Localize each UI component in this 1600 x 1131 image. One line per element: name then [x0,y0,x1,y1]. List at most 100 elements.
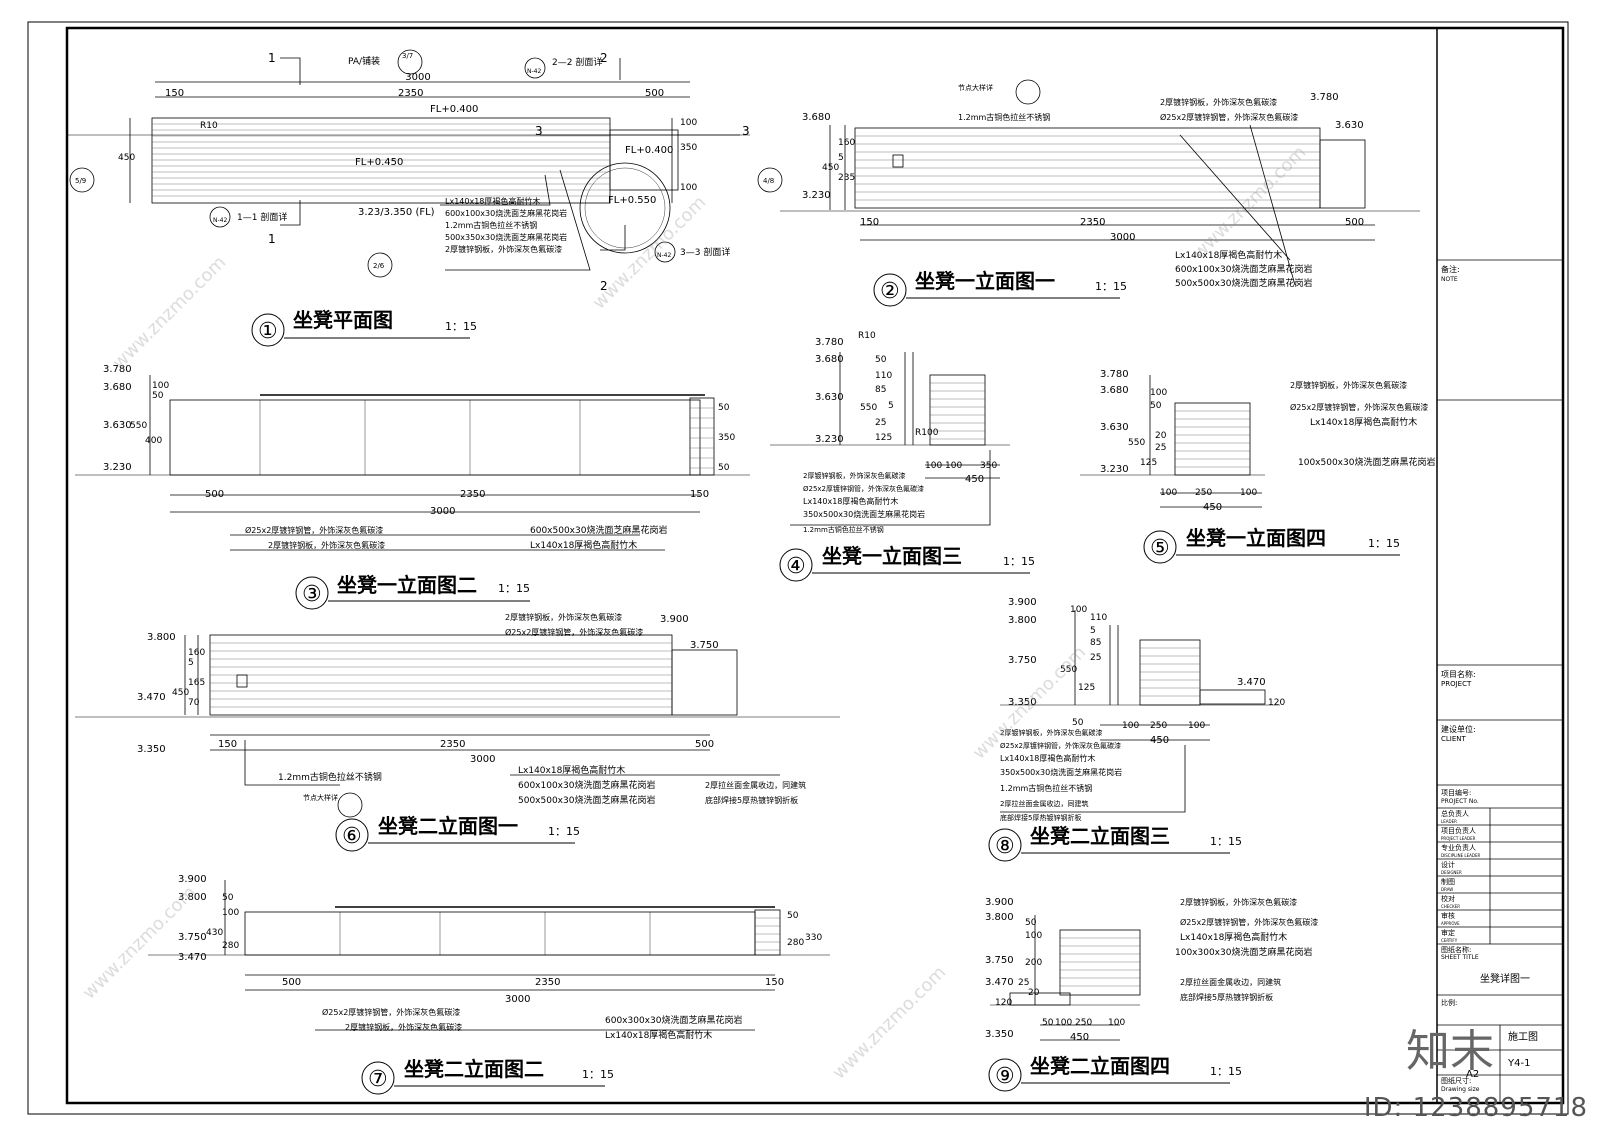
svg-text:110: 110 [1090,613,1107,623]
svg-text:160: 160 [838,138,855,148]
svg-text:400: 400 [145,436,162,446]
svg-text:350: 350 [718,433,735,443]
svg-text:FL+0.450: FL+0.450 [355,157,403,168]
svg-text:3.900: 3.900 [660,614,689,625]
svg-text:600x500x30烧洗面芝麻黑花岗岩: 600x500x30烧洗面芝麻黑花岗岩 [530,524,667,536]
svg-text:50: 50 [718,403,730,413]
svg-text:3.230: 3.230 [1100,464,1129,475]
svg-text:5: 5 [1090,626,1096,636]
svg-text:Lx140x18厚褐色高耐竹木: Lx140x18厚褐色高耐竹木 [1180,931,1287,943]
svg-text:110: 110 [875,371,892,381]
svg-text:100x500x30烧洗面芝麻黑花岗岩: 100x500x30烧洗面芝麻黑花岗岩 [1298,456,1435,468]
svg-text:3.780: 3.780 [1310,92,1339,103]
svg-text:2: 2 [600,279,608,293]
svg-text:Lx140x18厚褐色高耐竹木: Lx140x18厚褐色高耐竹木 [530,539,637,551]
svg-text:450: 450 [822,163,839,173]
svg-text:500x500x30烧洗面芝麻黑花岗岩: 500x500x30烧洗面芝麻黑花岗岩 [1175,277,1312,289]
svg-text:3.470: 3.470 [985,977,1014,988]
view-title-8: 坐凳二立面图三 [1030,824,1170,848]
svg-text:Ø25x2厚镀锌钢管，外饰深灰色氟碳漆: Ø25x2厚镀锌钢管，外饰深灰色氟碳漆 [1290,402,1428,412]
svg-text:125: 125 [1140,458,1157,468]
elev4-annotations: 3.780 3.680 3.630 3.230 550 125 25 20 10… [1100,369,1435,513]
svg-text:Ø25x2厚镀锌钢管，外饰深灰色氟碳漆: Ø25x2厚镀锌钢管，外饰深灰色氟碳漆 [1180,917,1318,927]
view-elev6 [75,634,840,818]
svg-text:100: 100 [152,381,169,391]
svg-text:3.780: 3.780 [815,337,844,348]
svg-text:280: 280 [787,938,804,948]
svg-text:2厚拉丝面金属收边，同建筑: 2厚拉丝面金属收边，同建筑 [1180,977,1281,987]
svg-text:100: 100 [1108,1018,1125,1028]
svg-text:底部焊接5厚热镀锌钢折板: 底部焊接5厚热镀锌钢折板 [1180,992,1273,1002]
elev8-annotations: 3.900 3.800 3.750 3.350 3.470 550 125 25… [1000,597,1285,822]
svg-text:Ø25x2厚镀锌钢管，外饰深灰色氟碳漆: Ø25x2厚镀锌钢管，外饰深灰色氟碳漆 [505,627,643,637]
svg-text:125: 125 [875,433,892,443]
elev7-annotations: 3.900 3.800 3.750 3.470 500 2350 150 300… [178,874,822,1041]
svg-text:50: 50 [152,391,164,401]
tb-stage: 施工图 [1508,1030,1538,1043]
view-scale-2: 1：15 [1095,280,1127,293]
svg-text:2厚镀锌钢板，外饰深灰色氟碳漆: 2厚镀锌钢板，外饰深灰色氟碳漆 [345,1022,462,1032]
svg-text:2厚镀锌钢板，外饰深灰色氟碳漆: 2厚镀锌钢板，外饰深灰色氟碳漆 [803,471,905,480]
svg-text:2350: 2350 [1080,217,1105,228]
view-title-texts: ① 坐凳平面图 1：15 ② 坐凳一立面图一 1：15 ③ 坐凳一立面图二 1：… [258,269,1400,1092]
view-scale-9: 1：15 [1210,1065,1242,1078]
svg-text:250: 250 [1150,721,1167,731]
tb-sheet-no: Y4-1 [1507,1058,1530,1069]
svg-text:3.470: 3.470 [137,692,166,703]
svg-text:R100: R100 [915,428,939,438]
svg-text:125: 125 [1078,683,1095,693]
svg-text:3/7: 3/7 [402,52,413,60]
svg-text:3.800: 3.800 [1008,615,1037,626]
svg-text:20: 20 [1028,988,1040,998]
view-scale-6: 1：15 [548,825,580,838]
svg-text:100: 100 [1025,931,1042,941]
svg-text:3.470: 3.470 [178,952,207,963]
svg-text:150: 150 [165,88,184,99]
svg-text:450: 450 [172,688,189,698]
plan-annotations: 3000 150 2350 500 100 350 100 450 FL+0.4… [75,51,774,293]
svg-text:3.630: 3.630 [1335,120,1364,131]
svg-text:3.470: 3.470 [1237,677,1266,688]
svg-text:Ø25x2厚镀锌钢管，外饰深灰色氟碳漆: Ø25x2厚镀锌钢管，外饰深灰色氟碳漆 [1160,112,1298,122]
svg-text:2厚镀锌钢板，外饰深灰色氟碳漆: 2厚镀锌钢板，外饰深灰色氟碳漆 [1000,728,1102,737]
svg-text:4/8: 4/8 [763,177,774,185]
svg-text:25: 25 [1155,443,1166,453]
titleblock-text: 备注: NOTE 项目名称: PROJECT 建设单位: CLIENT 项目编号… [1441,264,1538,1093]
svg-text:3.800: 3.800 [147,632,176,643]
svg-text:3.750: 3.750 [690,640,719,651]
svg-text:600x100x30烧洗面芝麻黑花岗岩: 600x100x30烧洗面芝麻黑花岗岩 [518,779,655,791]
view-title-1: 坐凳平面图 [293,308,393,332]
svg-text:FL+0.400: FL+0.400 [430,104,478,115]
tb-role-approve: 审核 [1441,911,1455,920]
svg-text:430: 430 [206,928,223,938]
svg-text:5: 5 [838,153,844,163]
svg-text:3.680: 3.680 [815,354,844,365]
svg-text:50: 50 [1150,401,1162,411]
svg-text:DESIGNER: DESIGNER [1441,870,1462,875]
svg-text:150: 150 [765,977,784,988]
svg-text:350x500x30烧洗面芝麻黑花岗岩: 350x500x30烧洗面芝麻黑花岗岩 [803,509,925,519]
tb-projno-cn: 项目编号: [1441,788,1471,797]
svg-text:Lx140x18厚褐色高耐竹木: Lx140x18厚褐色高耐竹木 [1000,753,1095,763]
svg-text:3.350: 3.350 [1008,697,1037,708]
elev9-annotations: 3.900 3.800 3.750 3.470 3.350 200 25 20 … [985,897,1318,1043]
svg-text:3.800: 3.800 [985,912,1014,923]
tb-role-certify: 审定 [1441,928,1455,937]
svg-text:250: 250 [1075,1018,1092,1028]
svg-text:2—2 剖面详: 2—2 剖面详 [552,56,602,68]
svg-text:85: 85 [1090,638,1101,648]
svg-text:3.900: 3.900 [1008,597,1037,608]
svg-text:3.780: 3.780 [1100,369,1129,380]
svg-text:3.780: 3.780 [103,364,132,375]
view-scale-5: 1：15 [1368,537,1400,550]
svg-text:1.2mm古铜色拉丝不锈钢: 1.2mm古铜色拉丝不锈钢 [445,220,537,230]
tb-role-checker: 校对 [1441,894,1455,903]
svg-text:85: 85 [875,385,886,395]
svg-text:3.630: 3.630 [103,420,132,431]
svg-text:CHECKER: CHECKER [1441,904,1460,909]
view-num-4: ④ [786,554,806,579]
view-scale-1: 1：15 [445,320,477,333]
view-num-3: ③ [302,582,322,607]
tb-project-en: PROJECT [1441,680,1472,688]
svg-text:350x500x30烧洗面芝麻黑花岗岩: 350x500x30烧洗面芝麻黑花岗岩 [1000,767,1122,777]
